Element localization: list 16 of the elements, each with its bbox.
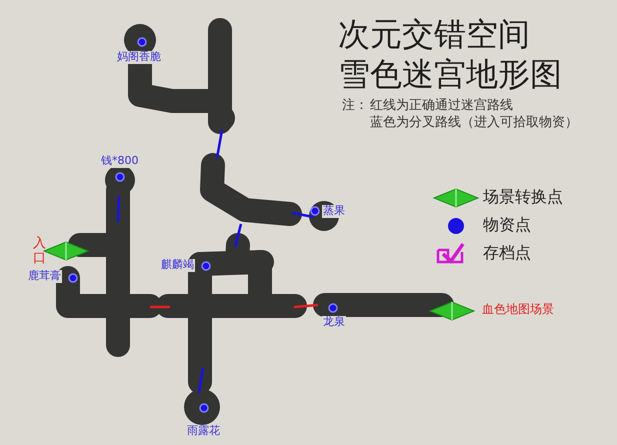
entrance-label: 入口 — [33, 236, 47, 266]
item-label: 钱*800 — [100, 155, 140, 168]
legend-text: 物资点 — [483, 216, 531, 234]
item-label: 雨露花 — [186, 425, 221, 438]
item-label: 妈阁香脆 — [116, 51, 162, 64]
item-label: 鹿茸膏 — [27, 270, 62, 283]
item-label: 蒸果 — [322, 205, 346, 218]
item-label: 龙泉 — [322, 316, 346, 329]
legend-text: 存档点 — [483, 244, 531, 262]
note-label: 注： — [342, 99, 368, 114]
legend-text: 场景转换点 — [483, 188, 563, 206]
exit-scene-label: 血色地图场景 — [482, 303, 554, 317]
item-label: 麒麟竭 — [160, 259, 195, 272]
note-text: 蓝色为分叉路线（进入可拾取物资） — [370, 116, 578, 131]
note-text: 红线为正确通过迷宫路线 — [370, 99, 513, 114]
title: 次元交错空间雪色迷宫地形图 — [338, 14, 563, 94]
